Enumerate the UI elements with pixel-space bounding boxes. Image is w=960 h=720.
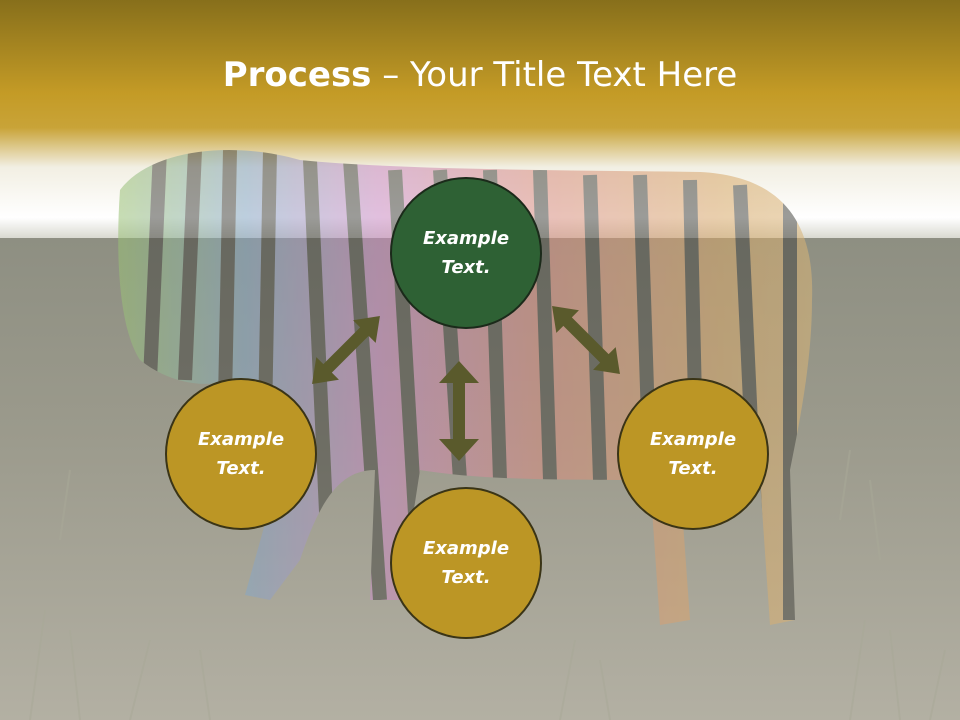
node-right-text: Example Text. [649,429,737,479]
node-left-text: Example Text. [197,429,285,479]
node-top: Example Text. [390,177,542,329]
title-bold: Process [222,55,372,95]
node-top-text: Example Text. [422,228,510,278]
node-left: Example Text. [165,378,317,530]
node-bottom-text: Example Text. [422,538,510,588]
node-right: Example Text. [617,378,769,530]
node-bottom: Example Text. [390,487,542,639]
slide-title: Process – Your Title Text Here [0,52,960,98]
title-rest: – Your Title Text Here [371,55,738,95]
